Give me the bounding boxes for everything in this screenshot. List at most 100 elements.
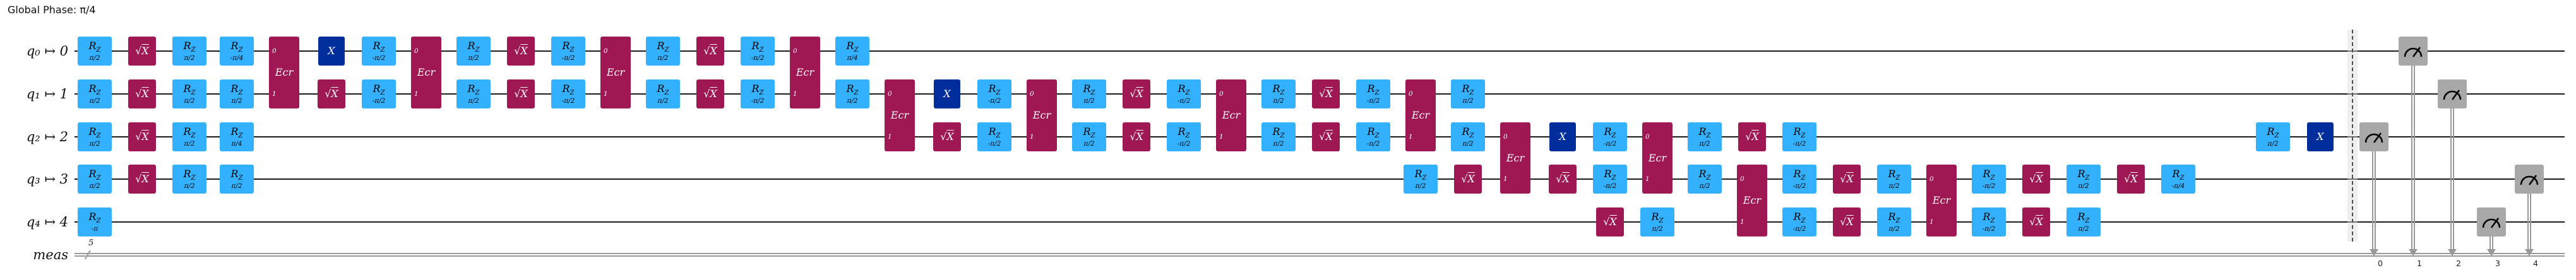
- gate-x: X: [2307, 122, 2334, 151]
- measure-arrow-head: [2409, 249, 2418, 256]
- rz-label: RZ: [2267, 125, 2279, 139]
- sqrt-x-label: √X: [1319, 131, 1333, 143]
- gate-rz: RZ-π/2: [741, 79, 775, 108]
- sqrt-x-label: √X: [1319, 88, 1333, 100]
- x-label: X: [1559, 131, 1566, 143]
- sqrt-x-label: √X: [1840, 173, 1854, 185]
- gate-rz: RZ-π/4: [2161, 165, 2195, 194]
- rz-angle: π/2: [468, 96, 479, 105]
- ecr-label: Ecr: [796, 66, 814, 78]
- qubit-label: q₂ ↦ 2: [26, 129, 68, 144]
- gate-rz: RZ-π/2: [1356, 122, 1390, 151]
- rz-label: RZ: [88, 125, 101, 139]
- gate-rz: RZ-π/2: [551, 37, 585, 66]
- rz-label: RZ: [88, 39, 101, 54]
- rz-label: RZ: [467, 82, 480, 96]
- rz-angle: π/4: [847, 54, 858, 62]
- rz-angle: π/2: [89, 139, 100, 148]
- gate-rz: RZ-π/2: [362, 79, 396, 108]
- rz-label: RZ: [2077, 167, 2090, 182]
- ecr-port-1: 1: [1030, 133, 1034, 141]
- gate-sx: √X: [1312, 79, 1340, 108]
- ecr-port-1: 1: [793, 90, 797, 98]
- gate-sx: √X: [507, 37, 535, 66]
- gate-sx: √X: [1312, 122, 1340, 151]
- measure-gate: [2399, 37, 2428, 66]
- rz-angle: -π/2: [372, 96, 386, 105]
- gate-sx: √X: [1833, 165, 1861, 194]
- rz-label: RZ: [230, 39, 243, 54]
- rz-angle: -π: [91, 225, 98, 233]
- rz-angle: π/2: [468, 54, 479, 62]
- gate-rz: RZ-π/2: [741, 37, 775, 66]
- ecr-label: Ecr: [890, 109, 909, 121]
- qubit-label: q₁ ↦ 1: [26, 86, 68, 102]
- ecr-port-0: 0: [1030, 90, 1034, 98]
- gate-sx: √X: [1596, 207, 1624, 236]
- sqrt-x-label: √X: [514, 45, 528, 57]
- sqrt-x-label: √X: [2029, 173, 2043, 185]
- rz-label: RZ: [2077, 210, 2090, 225]
- rz-angle: π/2: [1462, 139, 1474, 148]
- sqrt-x-label: √X: [940, 131, 954, 143]
- ecr-port-0: 0: [414, 47, 419, 55]
- rz-angle: -π/2: [1792, 182, 1806, 190]
- x-label: X: [2317, 131, 2324, 143]
- sqrt-x-label: √X: [135, 131, 149, 143]
- gate-sx: √X: [933, 122, 961, 151]
- rz-label: RZ: [1793, 167, 1806, 182]
- measure-arrow-head: [2525, 249, 2534, 256]
- ecr-label: Ecr: [1932, 194, 1951, 206]
- measure-clbit-label: 2: [2456, 259, 2461, 268]
- rz-angle: -π/2: [751, 96, 765, 105]
- rz-label: RZ: [988, 125, 1001, 139]
- rz-label: RZ: [1272, 125, 1285, 139]
- ecr-port-1: 1: [272, 90, 277, 98]
- measure-clbit-label: 4: [2533, 259, 2538, 268]
- sqrt-x-label: √X: [703, 45, 717, 57]
- measure-gate: [2359, 122, 2388, 151]
- gate-sx: √X: [318, 79, 345, 108]
- ecr-port-1: 1: [1740, 218, 1744, 226]
- rz-angle: -π/2: [1792, 139, 1806, 148]
- rz-angle: -π/2: [1792, 225, 1806, 233]
- sqrt-x-label: √X: [135, 45, 149, 57]
- rz-angle: π/2: [657, 54, 669, 62]
- rz-angle: -π/2: [1603, 139, 1617, 148]
- gate-sx: √X: [128, 165, 156, 194]
- rz-label: RZ: [2172, 167, 2185, 182]
- rz-label: RZ: [1888, 210, 1900, 225]
- rz-label: RZ: [230, 82, 243, 96]
- measure-arrow-line: [2411, 66, 2415, 250]
- rz-label: RZ: [467, 39, 480, 54]
- rz-angle: π/2: [89, 182, 100, 190]
- rz-label: RZ: [1983, 167, 1995, 182]
- measure-gate: [2477, 207, 2506, 236]
- rz-label: RZ: [88, 82, 101, 96]
- sqrt-x-label: √X: [135, 173, 149, 185]
- x-label: X: [328, 45, 335, 57]
- classical-wire: [75, 253, 2565, 254]
- measure-arrow-head: [2448, 249, 2457, 256]
- qubit-label: q₄ ↦ 4: [26, 214, 68, 230]
- rz-angle: π/2: [1888, 182, 1900, 190]
- sqrt-x-label: √X: [135, 88, 149, 100]
- gate-sx: √X: [2022, 165, 2050, 194]
